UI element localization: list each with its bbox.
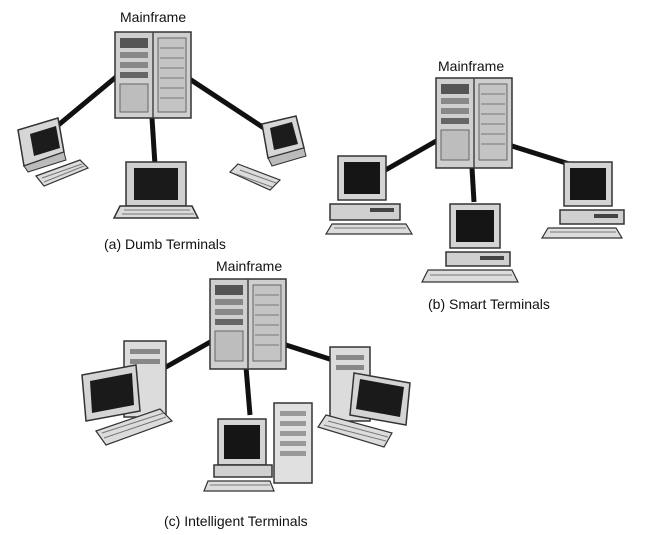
dumb-terminal-left-icon [17,117,90,187]
mainframe-label-b: Mainframe [438,58,505,74]
caption-smart-terminals: (b) Smart Terminals [428,296,550,312]
cable-center [469,167,477,203]
diagram-b-drawing [324,77,625,283]
mainframe-icon [209,278,287,370]
mainframe-icon [435,77,513,169]
smart-terminal-left-icon [324,155,414,235]
diagram-smart-terminals: Mainframe (b) Smart Terminals [320,50,656,320]
diagram-intelligent-terminals: Mainframe (c) Intelligent Terminals [60,255,430,530]
diagram-c-drawing [81,278,411,492]
cable-right [185,75,273,135]
cable-left [163,338,215,370]
diagram-dumb-terminals: Mainframe (a) Dumb Terminals [0,0,330,260]
dumb-terminal-right-icon [228,115,307,191]
cable-left [379,137,441,175]
pc-left-icon [81,340,174,446]
pc-right-icon [317,346,411,448]
caption-intelligent-terminals: (c) Intelligent Terminals [164,513,308,529]
smart-terminal-center-icon [421,203,519,283]
cable-center [149,117,158,166]
smart-terminal-right-icon [540,161,625,239]
cable-center [243,366,253,416]
mainframe-icon [114,31,192,119]
laptop-terminal-icon [112,161,200,219]
caption-dumb-terminals: (a) Dumb Terminals [104,236,226,252]
mainframe-label-a: Mainframe [120,9,187,25]
pc-center-icon [203,402,313,492]
diagram-a-drawing [17,31,307,219]
mainframe-label-c: Mainframe [216,258,283,274]
cable-left [47,69,125,135]
